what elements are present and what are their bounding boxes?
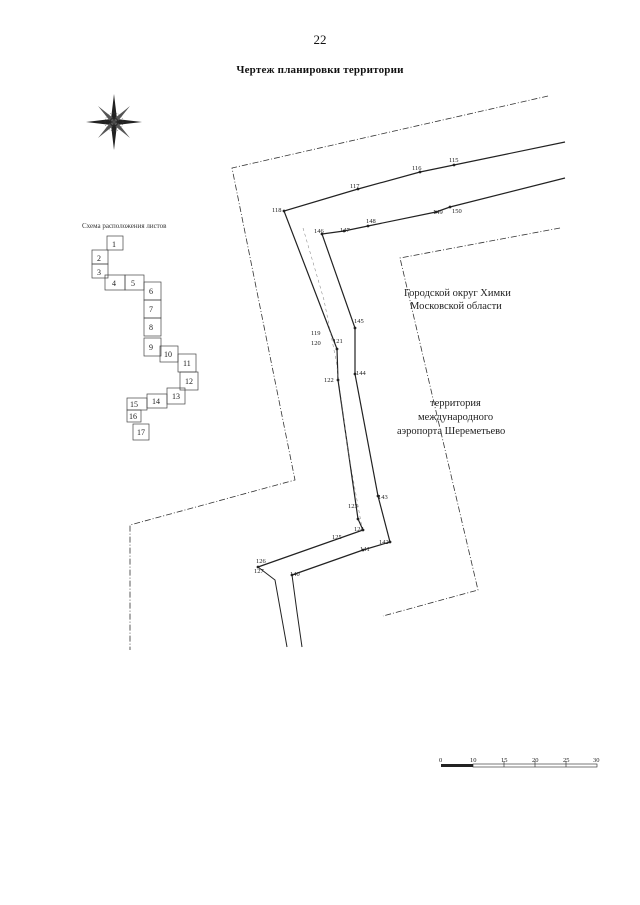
sheet-label: 3: [97, 268, 101, 277]
point-labels: 115 116 117 118 119 120 121 122 123 124 …: [254, 157, 462, 578]
road-edge-left: [257, 566, 288, 648]
point-label: 118: [272, 207, 282, 214]
compass-rose-icon: [86, 94, 142, 150]
point-label: 149: [433, 209, 443, 216]
page-number: 22: [313, 32, 327, 47]
scale-bar: 0 10 15 20 25 30: [439, 757, 600, 768]
point-label: 115: [449, 157, 459, 164]
page-title: Чертеж планировки территории: [236, 64, 404, 76]
sheet-label: 16: [129, 412, 137, 421]
point-label: 150: [452, 208, 462, 215]
point-label: 122: [324, 377, 334, 384]
point-markers: [256, 163, 456, 577]
point-label: 142: [379, 539, 389, 546]
sheet-label: 10: [164, 350, 172, 359]
airport-label-line3: аэропорта Шереметьево: [397, 426, 505, 437]
sheet-label: 13: [172, 392, 180, 401]
point-label: 125: [332, 534, 342, 541]
point-label: 120: [311, 340, 321, 347]
sheet-numbers: 1 2 3 4 5 6 7 8 9 10 11 12 13 14 15 16 1…: [97, 240, 193, 437]
point-label: 143: [378, 494, 388, 501]
scale-tick: 30: [593, 757, 600, 764]
scale-tick: 25: [563, 757, 570, 764]
point-label: 127: [254, 568, 265, 575]
sheet-label: 14: [152, 397, 160, 406]
sheet-label: 15: [130, 400, 138, 409]
sheet-label: 5: [131, 279, 135, 288]
point-label: 126: [256, 558, 267, 565]
planning-line-inner: [291, 177, 566, 576]
outer-boundary-right: [382, 227, 561, 617]
sheet-label: 8: [149, 323, 153, 332]
planning-line-outer: [257, 141, 566, 568]
outer-boundary-left: [129, 95, 549, 650]
airport-label-line2: международного: [418, 412, 493, 423]
point-label: 116: [412, 165, 422, 172]
point-label: 145: [354, 318, 364, 325]
point-label: 144: [356, 370, 367, 377]
sheet-label: 17: [137, 428, 145, 437]
point-label: 141: [360, 546, 370, 553]
road-centerline: [302, 227, 363, 529]
road-edge-right: [291, 574, 303, 648]
airport-label-line1: территория: [430, 398, 481, 409]
sheet-label: 9: [149, 343, 153, 352]
scale-tick: 20: [532, 757, 539, 764]
sheet-scheme-title: Схема расположения листов: [82, 222, 167, 230]
point-label: 124: [354, 526, 365, 533]
district-label-line2: Московской области: [410, 301, 502, 312]
sheet-label: 2: [97, 254, 101, 263]
sheet-label: 1: [112, 240, 116, 249]
scale-tick: 10: [470, 757, 477, 764]
point-label: 146: [314, 228, 325, 235]
sheet-label: 12: [185, 377, 193, 386]
point-label: 117: [350, 183, 360, 190]
point-label: 121: [333, 338, 343, 345]
scale-tick: 0: [439, 757, 442, 764]
point-label: 140: [290, 571, 300, 578]
point-label: 123: [348, 503, 358, 510]
district-label-line1: Городской округ Химки: [404, 288, 511, 299]
sheet-label: 6: [149, 287, 153, 296]
sheet-label: 4: [112, 279, 116, 288]
sheet-label: 7: [149, 305, 153, 314]
point-label: 119: [311, 330, 321, 337]
point-label: 148: [366, 218, 376, 225]
point-label: 147: [340, 227, 351, 234]
sheet-scheme: [91, 235, 199, 441]
sheet-label: 11: [183, 359, 191, 368]
scale-tick: 15: [501, 757, 508, 764]
